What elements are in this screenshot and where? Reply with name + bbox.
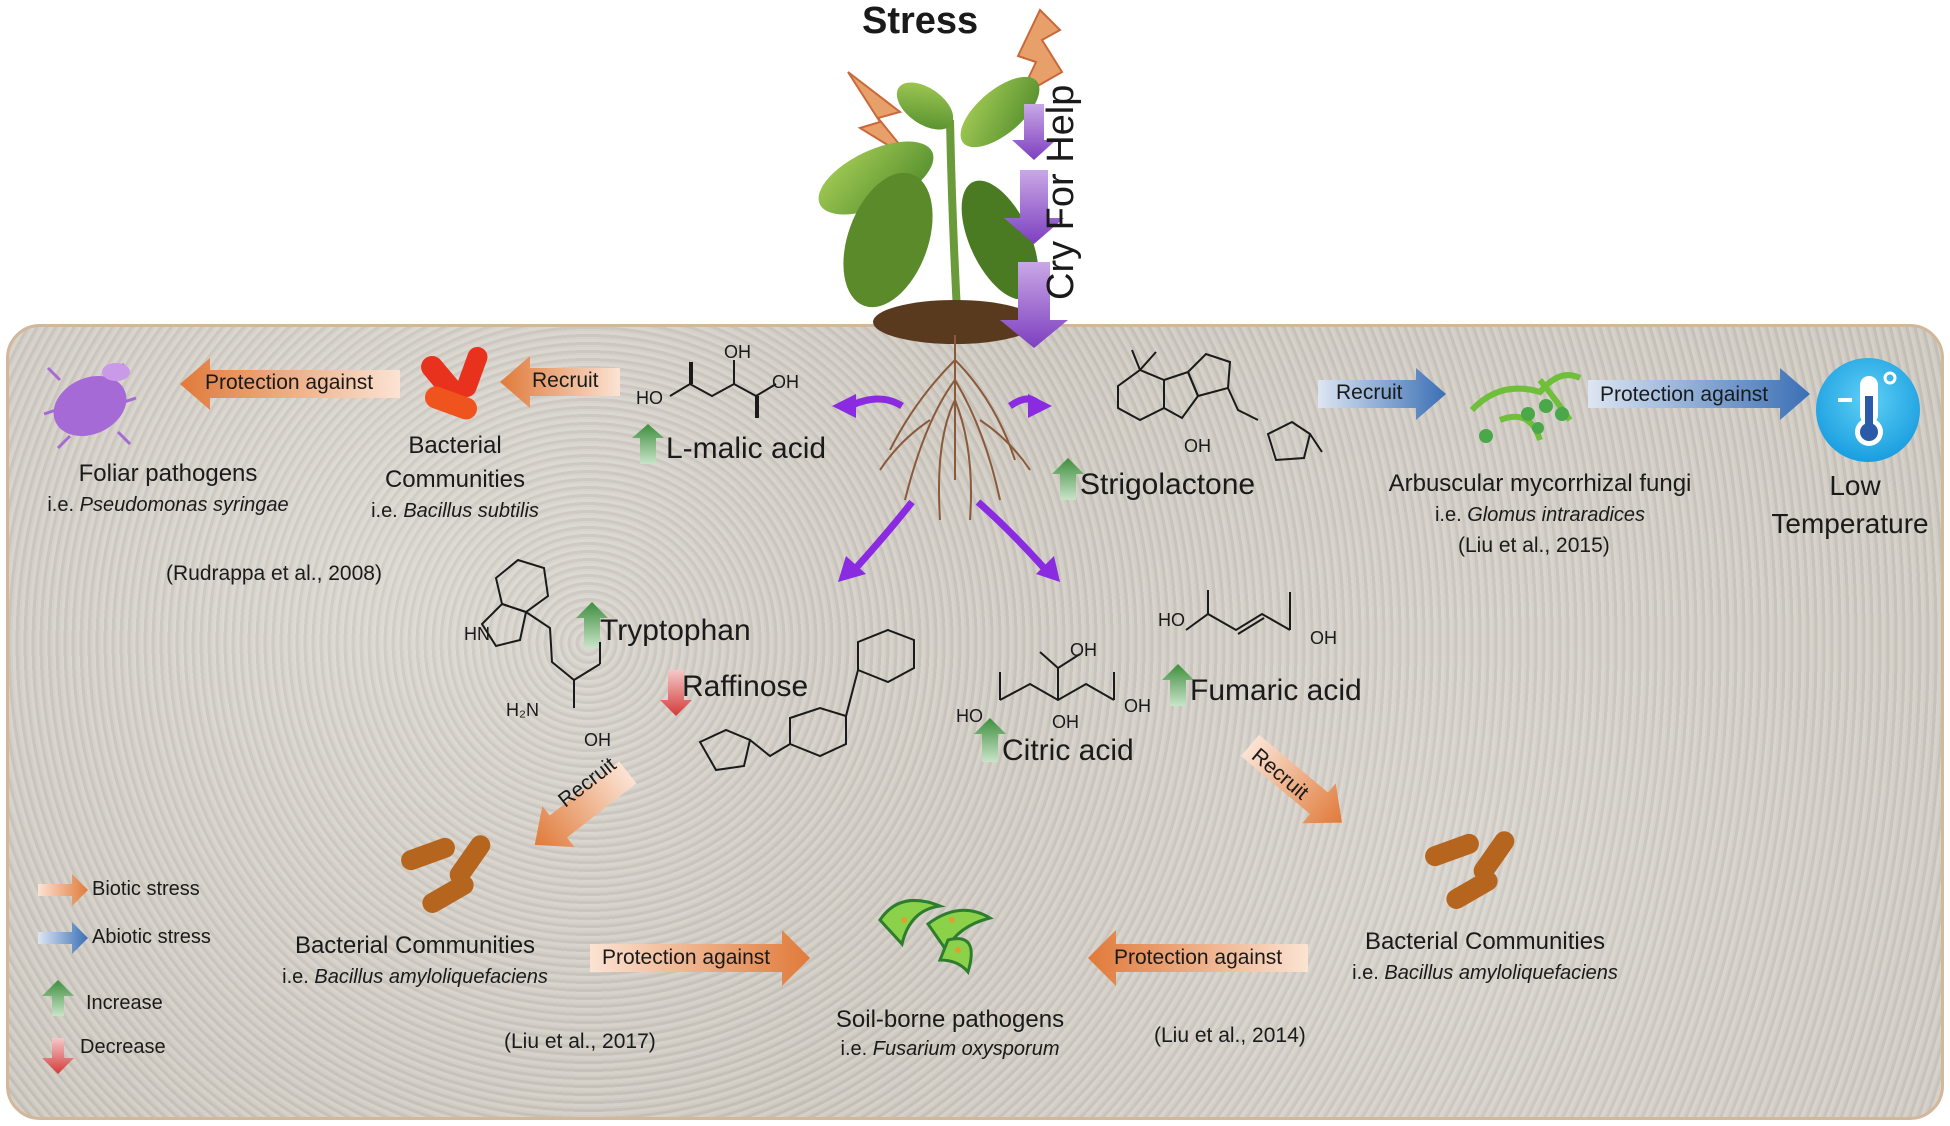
foliar-pathogens-name: Foliar pathogens [78,460,258,487]
citric-increase-arrow [974,718,1006,762]
raffinose-structure [698,628,915,772]
lightning-right-icon [1016,8,1064,99]
malic-oh-label: OH [772,372,799,392]
fumaric-acid-label: Fumaric acid [1190,674,1362,707]
bacteria-left-species: i.e. Bacillus amyloliquefaciens [282,966,548,988]
soilborne-pathogen-icon [878,898,994,976]
malic-acid-label: L-malic acid [666,432,827,465]
raffinose-label: Raffinose [682,670,809,703]
tryptophan-structure [480,558,601,708]
protection-label-lowtemp: Protection against [1600,383,1769,406]
legend-biotic-arrow [38,874,88,906]
amf-species: i.e. Glomus intraradices [1434,504,1646,526]
recruit-arrow-subtilis [500,356,620,408]
legend-increase-label: Increase [86,992,163,1014]
soilborne-pathogens-name: Soil-borne pathogens [835,1006,1065,1033]
foliar-pathogen-icon [43,362,137,450]
fumaric-oh-label: OH [1310,628,1337,648]
recruit-arrow-amf [1318,368,1446,420]
citric-oh3-label: OH [1070,640,1097,660]
legend-biotic-label: Biotic stress [92,878,200,900]
stress-title: Stress [862,0,979,42]
bacteria-subtilis-icon [421,346,488,420]
strigolactone-oh-label: OH [1184,436,1211,456]
tryptophan-label: Tryptophan [600,614,751,647]
citric-ho-label: HO [956,706,983,726]
ref-liu-2015: (Liu et al., 2015) [1458,534,1610,557]
foliar-pathogens-species: i.e. Pseudomonas syringae [47,494,289,516]
ref-liu-2014: (Liu et al., 2014) [1154,1024,1306,1047]
citric-oh2-label: OH [1052,712,1079,732]
thermometer-icon [1816,358,1920,462]
fumaric-acid-structure [1185,590,1291,635]
protection-label-right-soilborne: Protection against [1114,946,1283,969]
recruit-label-amf: Recruit [1336,381,1403,404]
tryptophan-increase-arrow [576,602,608,648]
ref-rudrappa: (Rudrappa et al., 2008) [166,562,382,585]
protection-arrow-left-soilborne [590,930,810,986]
bacteria-subtilis-name2: Communities [384,466,526,493]
legend-decrease-label: Decrease [80,1036,166,1058]
malic-ho-label: HO [636,388,663,408]
protection-arrow-foliar [180,358,400,410]
amf-name: Arbuscular mycorrhizal fungi [1388,470,1692,497]
recruit-arrow-left-bacteria [534,761,637,847]
tryptophan-oh-label: OH [584,730,611,750]
fumaric-ho-label: HO [1158,610,1185,630]
raffinose-decrease-arrow [660,670,692,716]
tryptophan-h2n-label: H₂N [506,700,539,720]
malic-oh2-label: OH [724,342,751,362]
citric-acid-label: Citric acid [1002,734,1134,767]
legend-increase-arrow [42,980,74,1016]
recruit-label-subtilis: Recruit [532,369,599,392]
protection-label-left-soilborne: Protection against [602,946,771,969]
amf-spores [1479,399,1569,443]
bacteria-subtilis-name1: Bacterial [408,432,502,459]
strigolactone-structure [1117,349,1323,462]
roots-icon [879,335,1031,521]
bacteria-right-icon [1425,831,1515,909]
fumaric-increase-arrow [1162,664,1194,706]
tryptophan-hn-label: HN [464,624,490,644]
citric-acid-structure [999,651,1115,702]
legend-abiotic-label: Abiotic stress [92,926,211,948]
cry-for-help-arrows [1000,104,1068,348]
low-temperature-line2: Temperature [1771,508,1929,539]
malic-increase-arrow [632,424,664,464]
recruit-arrow-right-bacteria [1241,734,1342,824]
bacteria-left-name: Bacterial Communities [294,932,536,959]
legend-abiotic-arrow [38,922,88,954]
plant-icon [818,76,1040,344]
bacteria-subtilis-species: i.e. Bacillus subtilis [371,500,539,522]
protection-label-foliar: Protection against [205,371,374,394]
ref-liu-2017: (Liu et al., 2017) [504,1030,656,1053]
protection-arrow-right-soilborne [1088,930,1308,986]
citric-oh-label: OH [1124,696,1151,716]
protection-arrow-lowtemp [1588,368,1810,420]
soilborne-pathogens-species: i.e. Fusarium oxysporum [840,1038,1060,1060]
malic-acid-structure [669,360,777,418]
soil-panel [6,324,1944,1120]
bacteria-right-species: i.e. Bacillus amyloliquefaciens [1352,962,1618,984]
strigolactone-label: Strigolactone [1080,468,1256,501]
low-temperature-line1: Low [1829,470,1881,501]
strigolactone-increase-arrow [1052,458,1084,500]
cry-for-help-label: Cry For Help [1040,84,1082,300]
legend-decrease-arrow [42,1038,74,1074]
bacteria-right-name: Bacterial Communities [1364,928,1606,955]
bacteria-left-icon [401,835,491,913]
